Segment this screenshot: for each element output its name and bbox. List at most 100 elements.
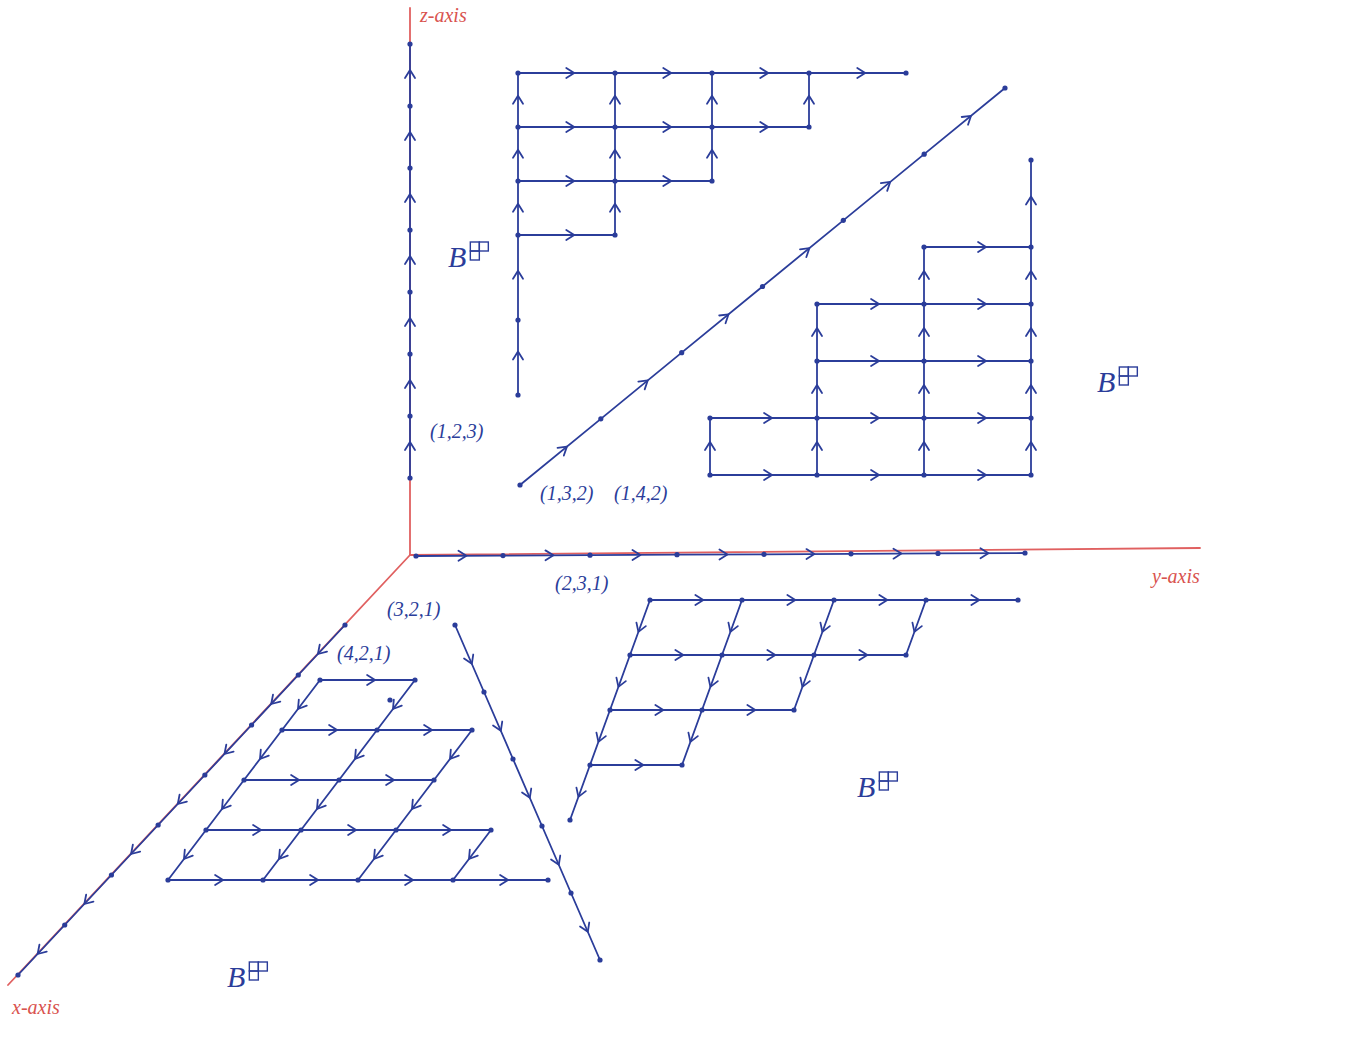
graph-edge [906,600,926,655]
vertex-dot [647,597,652,602]
arrow-head [635,760,643,770]
arrow-head [367,675,375,685]
graph-edge [518,126,615,128]
vertex-dot [1028,415,1033,420]
arrow-head [551,856,560,865]
vertex-dot [811,652,816,657]
arrow-head [919,328,929,336]
vertex-dot [806,70,811,75]
graph-edge [358,830,396,880]
crystal-name: B [225,960,247,993]
arrow-head [405,194,415,202]
arrow-head [84,895,93,904]
arrow-head [412,800,421,809]
arrow-head [747,705,755,715]
vertex-dot [393,827,398,832]
arrow-head [184,850,193,859]
arrow-head [131,845,140,854]
arrow-head [971,595,979,605]
vertex-dot [612,232,617,237]
graph-edge [938,552,1025,554]
vertex-dot [431,777,436,782]
vertex-dot [699,707,704,712]
graph-edge [817,360,924,362]
arrow-head [719,550,727,560]
graph-edge [710,417,817,419]
arrow-head [222,800,231,809]
vertex-dot [412,677,417,682]
graph-edge [396,829,491,831]
vertex-dot [203,827,208,832]
graph-edge [517,73,519,127]
graph-edge [851,553,938,555]
vertex-dot [1028,301,1033,306]
graph-edge [409,292,411,354]
graph-edge [517,181,519,235]
arrow-head [458,551,466,561]
graph-edge [650,599,742,601]
arrow-head [1026,385,1036,393]
graph-edge [614,73,616,127]
graph-edge [817,474,924,476]
graph-edge [396,780,434,830]
arrow-head [707,150,717,158]
arrow-head [298,700,307,709]
arrow-head [871,413,879,423]
arrow-head [469,850,478,859]
graph-edge [682,710,702,765]
arrow-head [978,242,986,252]
graph-edge [814,654,906,656]
vertex-label: (1,2,3) [428,420,485,442]
axis-label: x-axis [10,996,62,1018]
graph-edge [18,925,65,975]
graph-edge [710,474,817,476]
vertex-dot [814,358,819,363]
graph-edge [513,759,542,826]
young-diagram-cell [1119,376,1128,385]
arrow-head [655,705,663,715]
arrow-head [663,122,671,132]
arrow-head [675,650,683,660]
arrow-head [663,176,671,186]
arrow-head [310,875,318,885]
arrow-head [405,318,415,326]
graph-edge [614,181,616,235]
arrow-head [980,548,988,558]
graph-edge [263,830,301,880]
graph-edge [709,418,711,475]
vertex-dot [903,70,908,75]
graph-edge [409,416,411,478]
graph-edge [65,875,112,925]
vertex-dot [814,415,819,420]
graph-edge [711,127,713,181]
graph-edge [924,417,1031,419]
arrow-head [812,442,822,450]
arrow-head [596,733,605,742]
graph-edge [416,555,503,557]
vertex-dot [469,727,474,732]
vertex-dot [709,178,714,183]
graph-edge [924,474,1031,476]
vertex-dot [1015,597,1020,602]
arrow-head [318,645,327,654]
vertex-dot [317,677,322,682]
arrow-head [393,700,402,709]
graph-edge [817,417,924,419]
young-diagram-cell [249,962,258,971]
vertex-dot [407,41,412,46]
graph-edge [601,353,682,419]
graph-edge [924,88,1005,154]
arrow-head [513,150,523,158]
vertex-dot [336,777,341,782]
arrow-head [812,385,822,393]
arrow-head [1026,271,1036,279]
arrow-head [215,875,223,885]
graph-edge [843,154,924,220]
arrow-head [500,875,508,885]
graph-edge [158,775,205,825]
arrow-head [879,595,887,605]
arrow-head [253,825,261,835]
arrow-head [871,356,879,366]
arrow-head [1026,442,1036,450]
young-diagram-cell [879,772,888,781]
